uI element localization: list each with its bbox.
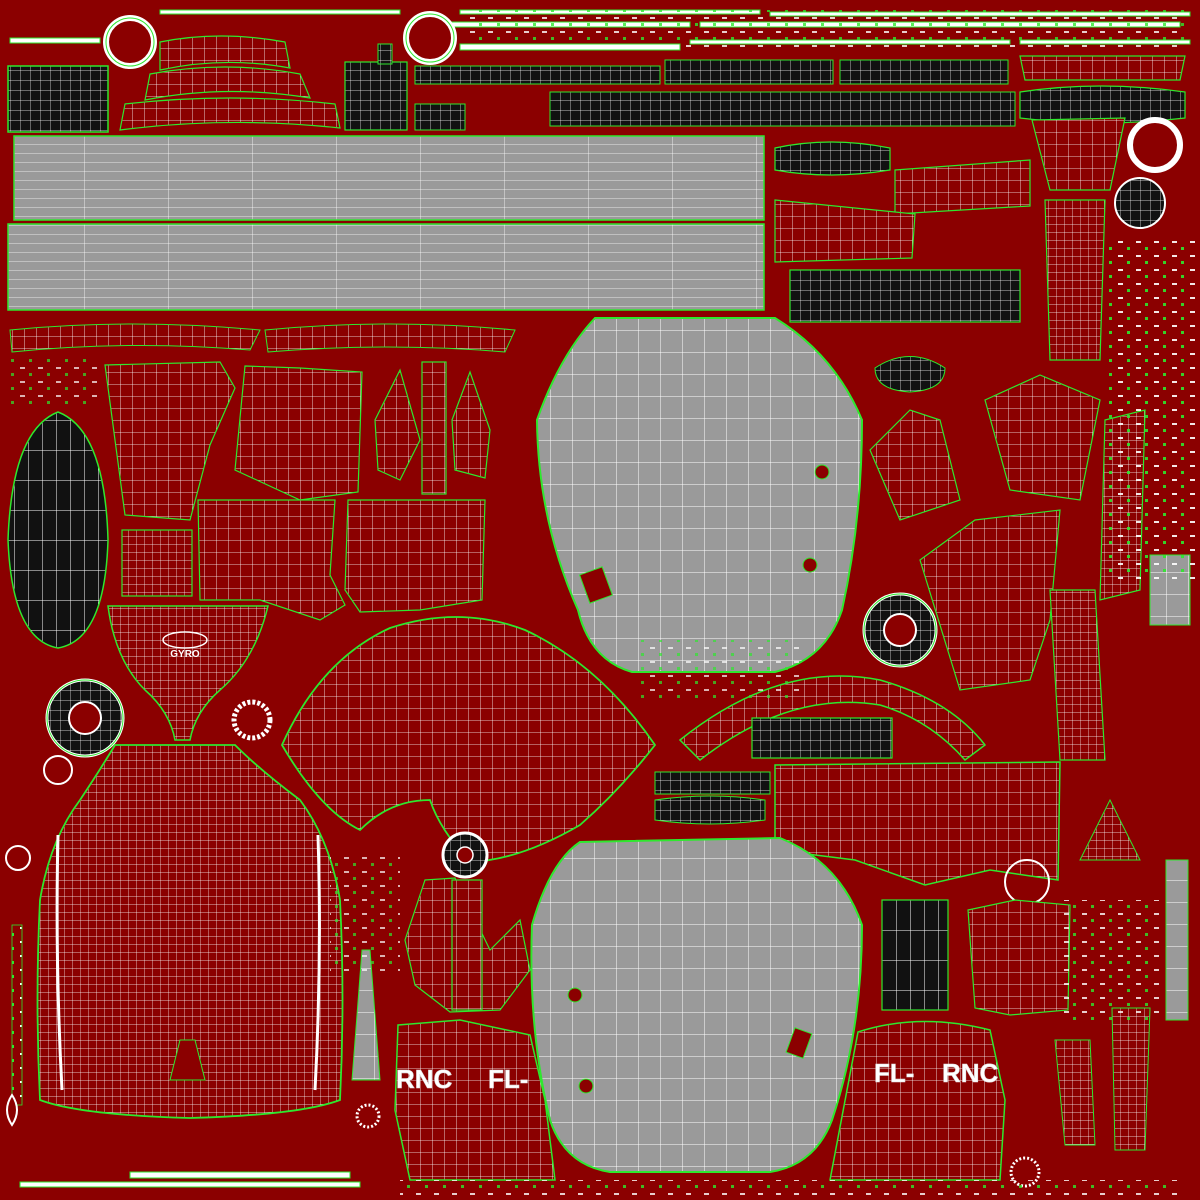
panel-gray-lower-large — [530, 836, 864, 1173]
speck-field-left — [10, 355, 100, 405]
panel-red-mid-right — [344, 499, 486, 613]
panel-red-taper-tall — [1031, 117, 1126, 191]
panel-black-tower — [344, 61, 408, 131]
panel-red-wedge-upper — [894, 159, 1031, 215]
panel-top-arc-1 — [159, 35, 291, 71]
panel-left-drop — [6, 1093, 18, 1127]
hole-lower-2 — [578, 1078, 594, 1094]
panel-black-grille — [789, 269, 1021, 323]
panel-red-right-big — [919, 509, 1061, 691]
panel-red-wedge-left — [774, 199, 916, 263]
panel-red-tall-right — [1049, 589, 1106, 761]
panel-white-bars-right — [1165, 859, 1189, 1021]
ring-left-small-1 — [43, 755, 73, 785]
ring-right-2 — [1114, 177, 1166, 229]
ring-right-1 — [1127, 117, 1183, 173]
panel-top-arc-2 — [144, 66, 311, 101]
speck-field-lower-right — [1060, 900, 1160, 1020]
speck-field-lower-mid — [330, 855, 400, 975]
panel-black-strip-3 — [839, 59, 1009, 85]
panel-blade-strip-2 — [264, 323, 516, 353]
panel-black-strip-center — [654, 771, 771, 795]
decal-rnc-left: RNC — [396, 1064, 453, 1094]
panel-red-upper-left-1 — [104, 361, 236, 521]
panel-red-body-hood — [107, 605, 269, 741]
decal-fl-left: FL- — [488, 1064, 528, 1094]
ring-top-left — [103, 15, 157, 69]
panel-red-upper-left-2 — [234, 365, 363, 501]
panel-black-oval — [874, 356, 946, 393]
wheel-left — [45, 678, 125, 758]
panel-red-column-right — [1044, 199, 1106, 361]
decal-fl-right: FL- — [874, 1058, 914, 1088]
hole-upper-1 — [814, 464, 830, 480]
panel-gray-strip-upper — [13, 135, 765, 221]
panel-black-strip-long — [549, 91, 1016, 127]
speck-field-bottom — [400, 1180, 1180, 1196]
gear-left-small — [231, 699, 273, 741]
panel-black-lens-center — [654, 795, 766, 825]
panel-left-thin-column — [11, 924, 23, 1106]
ring-top-center — [403, 11, 457, 65]
bottom-strip-1 — [129, 1171, 351, 1179]
panel-red-body-main — [36, 744, 344, 1119]
panel-body-inner-outline — [55, 834, 321, 1091]
panel-black-lens-small — [774, 141, 891, 176]
panel-red-mid-left — [197, 499, 346, 621]
panel-red-tail-column — [451, 879, 483, 1011]
panel-red-upper-left-3 — [374, 368, 421, 481]
panel-red-wing-mid-right — [984, 374, 1101, 501]
wheel-center-right — [862, 592, 938, 668]
logo-badge: GYRO — [162, 631, 208, 660]
panel-red-lower-right-box — [967, 899, 1071, 1016]
panel-top-arc-3 — [119, 97, 341, 131]
ring-tail-left — [355, 1103, 381, 1129]
slot-lower — [785, 1027, 813, 1059]
speck-field-top — [470, 10, 1190, 50]
speck-field-right — [1105, 240, 1195, 580]
panel-red-upper-left-4 — [421, 361, 447, 495]
panel-red-lower-right-column — [1111, 1007, 1151, 1151]
panel-black-strip-1 — [414, 65, 661, 85]
panel-gray-strip-lower — [7, 223, 765, 311]
panel-black-small-1 — [414, 103, 466, 131]
panel-black-tower-cap — [377, 43, 393, 65]
panel-black-box-top-left — [7, 65, 109, 133]
panel-top-right-black-lens — [1019, 85, 1186, 124]
panel-red-fan-center — [280, 616, 657, 863]
ring-center-small — [441, 831, 489, 879]
panel-black-grille-center — [751, 717, 893, 759]
panel-black-large-lens — [7, 411, 109, 649]
panel-small-grid-box — [121, 529, 193, 597]
panel-black-grille-vertical — [881, 899, 949, 1011]
ring-left-small-2 — [5, 845, 31, 871]
panel-red-tail-fin-right — [829, 1020, 1006, 1181]
speck-field-mid — [640, 640, 800, 700]
panel-body-notch — [169, 1039, 206, 1081]
panel-red-wing-mid-left — [869, 409, 961, 521]
panel-top-right-cap — [1019, 55, 1186, 81]
panel-red-fan-small-right — [1079, 798, 1141, 861]
panel-gray-upper-large — [535, 317, 864, 673]
logo-text: GYRO — [170, 649, 200, 660]
decal-rnc-right: RNC — [942, 1058, 999, 1088]
panel-red-lower-right-strip — [1054, 1039, 1096, 1146]
panel-red-tail-fin-left — [394, 1019, 556, 1181]
panel-black-strip-2 — [664, 59, 834, 85]
hole-upper-2 — [802, 557, 818, 573]
panel-red-upper-left-5 — [451, 370, 491, 479]
panel-blade-strip-1 — [9, 323, 261, 353]
hole-lower-1 — [567, 987, 583, 1003]
slot-upper — [578, 566, 614, 604]
bottom-strip-2 — [19, 1181, 361, 1188]
